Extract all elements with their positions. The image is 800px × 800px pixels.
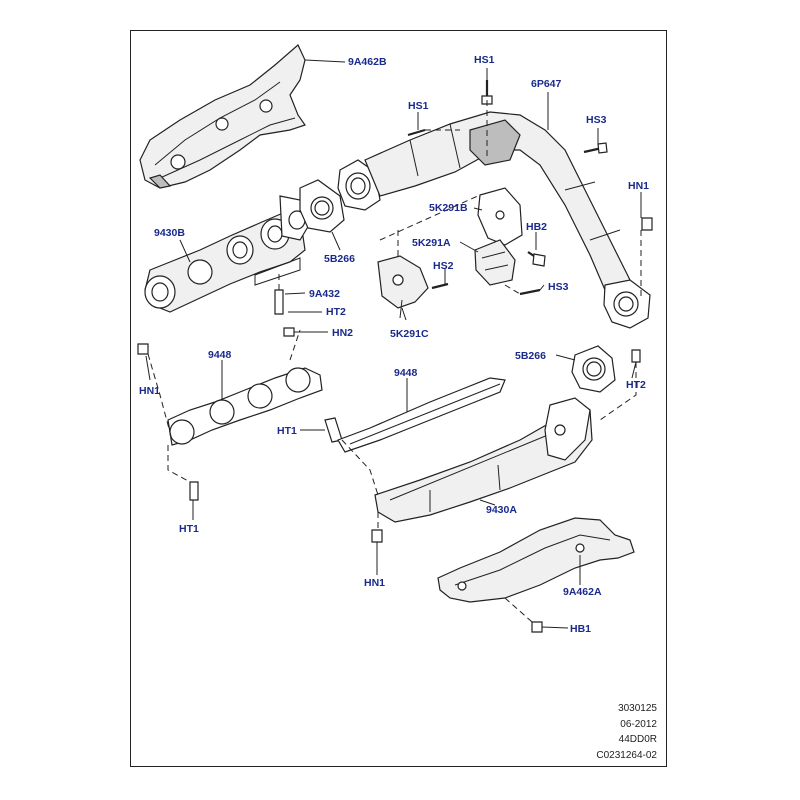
gasket-5b266-right [571, 345, 616, 393]
label-5k291a: 5K291A [412, 237, 451, 249]
label-9a462b: 9A462B [348, 56, 387, 68]
manifold-9430b [144, 195, 313, 313]
diagram-frame [130, 30, 667, 767]
gasket-9448-left [167, 367, 323, 446]
label-hb2: HB2 [526, 221, 548, 233]
reference-code: 44DD0R [618, 734, 657, 745]
label-hs1-top: HS1 [474, 54, 495, 66]
bracket-5k291b [477, 187, 523, 246]
label-hn1-right: HN1 [628, 180, 650, 192]
label-ht2-right: HT2 [626, 379, 646, 391]
label-ht1-bottom: HT1 [179, 523, 199, 535]
label-hs1-mid: HS1 [408, 100, 429, 112]
label-5b266-top: 5B266 [324, 253, 355, 265]
label-5b266-right: 5B266 [515, 350, 546, 362]
gasket-5b266-top [299, 179, 345, 233]
label-9a462a: 9A462A [563, 586, 602, 598]
label-hb1: HB1 [570, 623, 592, 635]
label-5k291b: 5K291B [429, 202, 468, 214]
reference-date: 06-2012 [620, 719, 657, 730]
exhaust-pipe-6p647 [364, 111, 651, 329]
label-9430b: 9430B [154, 227, 185, 239]
bracket-5k291a [474, 239, 516, 286]
label-5k291c: 5K291C [390, 328, 429, 340]
leader-lines [145, 59, 642, 629]
reference-number: 3030125 [618, 703, 657, 714]
label-hs3-mid: HS3 [548, 281, 569, 293]
gasket-9448-right [337, 377, 506, 453]
label-9430a: 9430A [486, 504, 517, 516]
label-hs3-top: HS3 [586, 114, 607, 126]
label-hn1-bottom: HN1 [364, 577, 386, 589]
label-hs2: HS2 [433, 260, 454, 272]
bolts [137, 80, 653, 633]
pipe-flange [337, 159, 381, 211]
label-hn1-left: HN1 [139, 385, 161, 397]
label-hn2: HN2 [332, 327, 354, 339]
assembly-lines [147, 100, 642, 623]
lower-heat-shield [437, 517, 635, 603]
label-9448-left: 9448 [208, 349, 232, 361]
upper-heat-shield [139, 44, 306, 189]
label-ht1-mid: HT1 [277, 425, 297, 437]
label-9a432: 9A432 [309, 288, 340, 300]
bracket-5k291c [377, 255, 429, 319]
label-6p647: 6P647 [531, 78, 562, 90]
label-ht2-left: HT2 [326, 306, 346, 318]
label-9448-right: 9448 [394, 367, 418, 379]
manifold-9430a [374, 397, 593, 523]
reference-id: C0231264-02 [596, 750, 657, 761]
